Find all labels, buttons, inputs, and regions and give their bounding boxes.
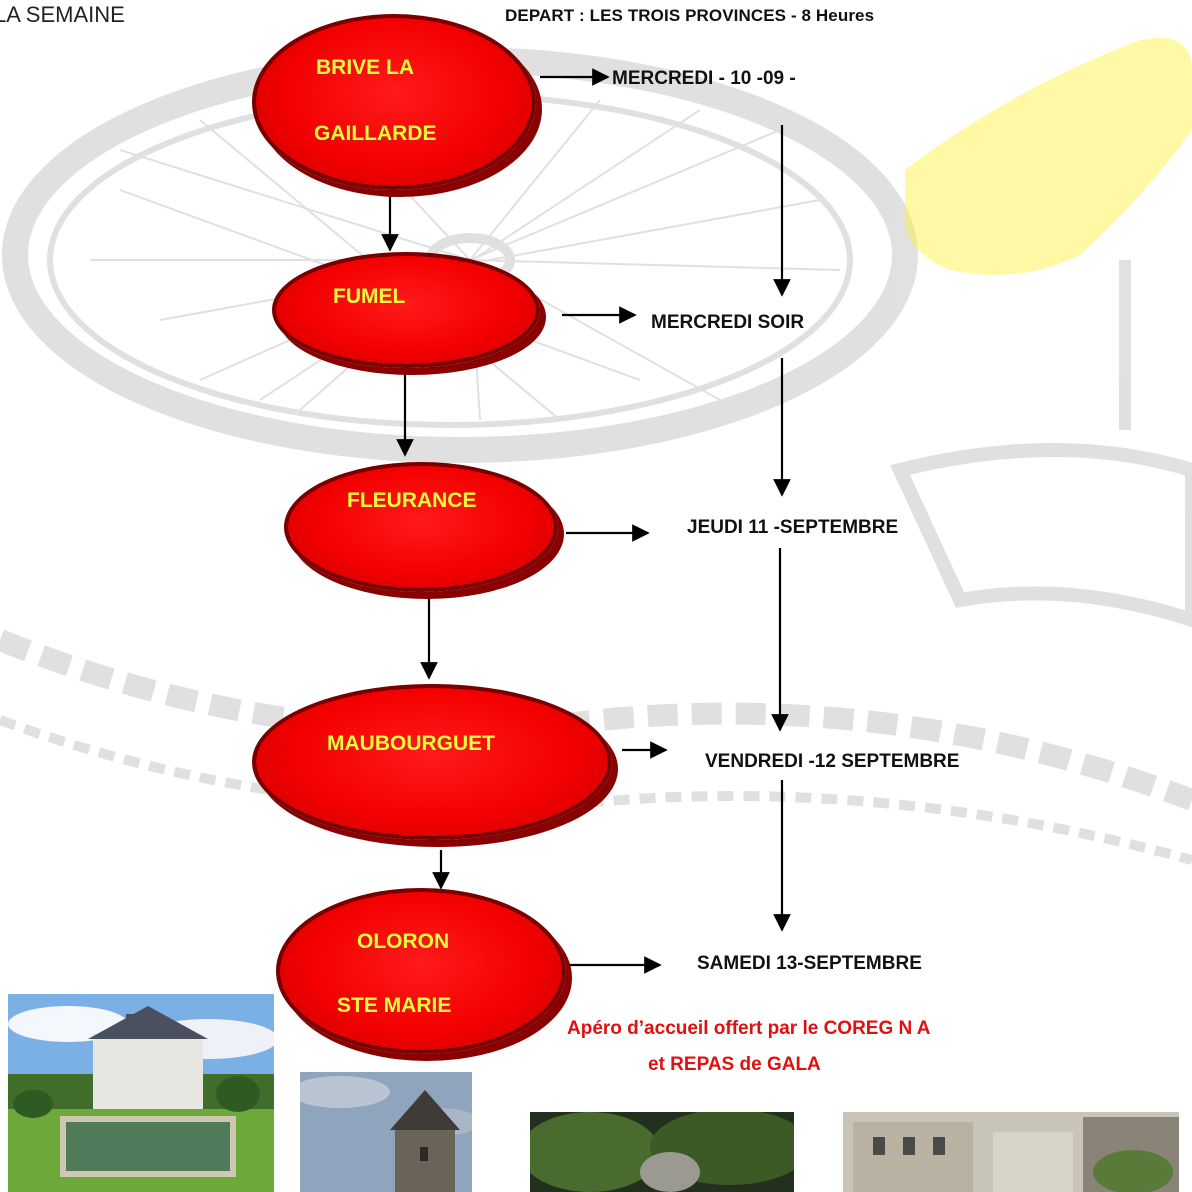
chain-links [0, 629, 1192, 811]
welcome-note-line1: Apéro d’accueil offert par le COREG N A [567, 1018, 931, 1039]
stage-oloron-line1: OLORON [357, 930, 450, 953]
stage-fleurance-label: FLEURANCE [347, 489, 477, 512]
departure-info: DEPART : LES TROIS PROVINCES - 8 Heures [505, 6, 875, 25]
chain-links-lower [0, 715, 1192, 865]
week-heading: LA SEMAINE [0, 2, 125, 27]
stage-fumel [272, 252, 540, 368]
stage-fleurance [284, 462, 558, 592]
stage-brive-line1: BRIVE LA [316, 56, 415, 79]
photo-town-square [843, 1112, 1179, 1192]
day-vendredi-12: VENDREDI -12 SEPTEMBRE [705, 751, 960, 772]
stage-maubourguet [252, 684, 612, 840]
stage-oloron-ste-marie [276, 888, 566, 1054]
stage-brive-line2: GAILLARDE [314, 122, 437, 145]
photo-castle-tower [300, 1072, 472, 1192]
photo-chateau-garden [8, 994, 274, 1192]
day-mercredi-10: MERCREDI - 10 -09 - [612, 68, 796, 89]
chain-ring [890, 443, 1192, 628]
stage-fumel-label: FUMEL [333, 285, 406, 308]
saddle-shape [904, 38, 1192, 275]
photo-fountain-hedge [530, 1112, 794, 1192]
day-jeudi-11: JEUDI 11 -SEPTEMBRE [687, 517, 899, 538]
day-mercredi-soir: MERCREDI SOIR [651, 312, 805, 333]
stage-maubourguet-label: MAUBOURGUET [327, 732, 495, 755]
stage-oloron-line2: STE MARIE [337, 994, 452, 1017]
stage-brive-la-gaillarde [252, 14, 536, 190]
day-samedi-13: SAMEDI 13-SEPTEMBRE [697, 953, 922, 974]
welcome-note-line2: et REPAS de GALA [648, 1054, 821, 1075]
